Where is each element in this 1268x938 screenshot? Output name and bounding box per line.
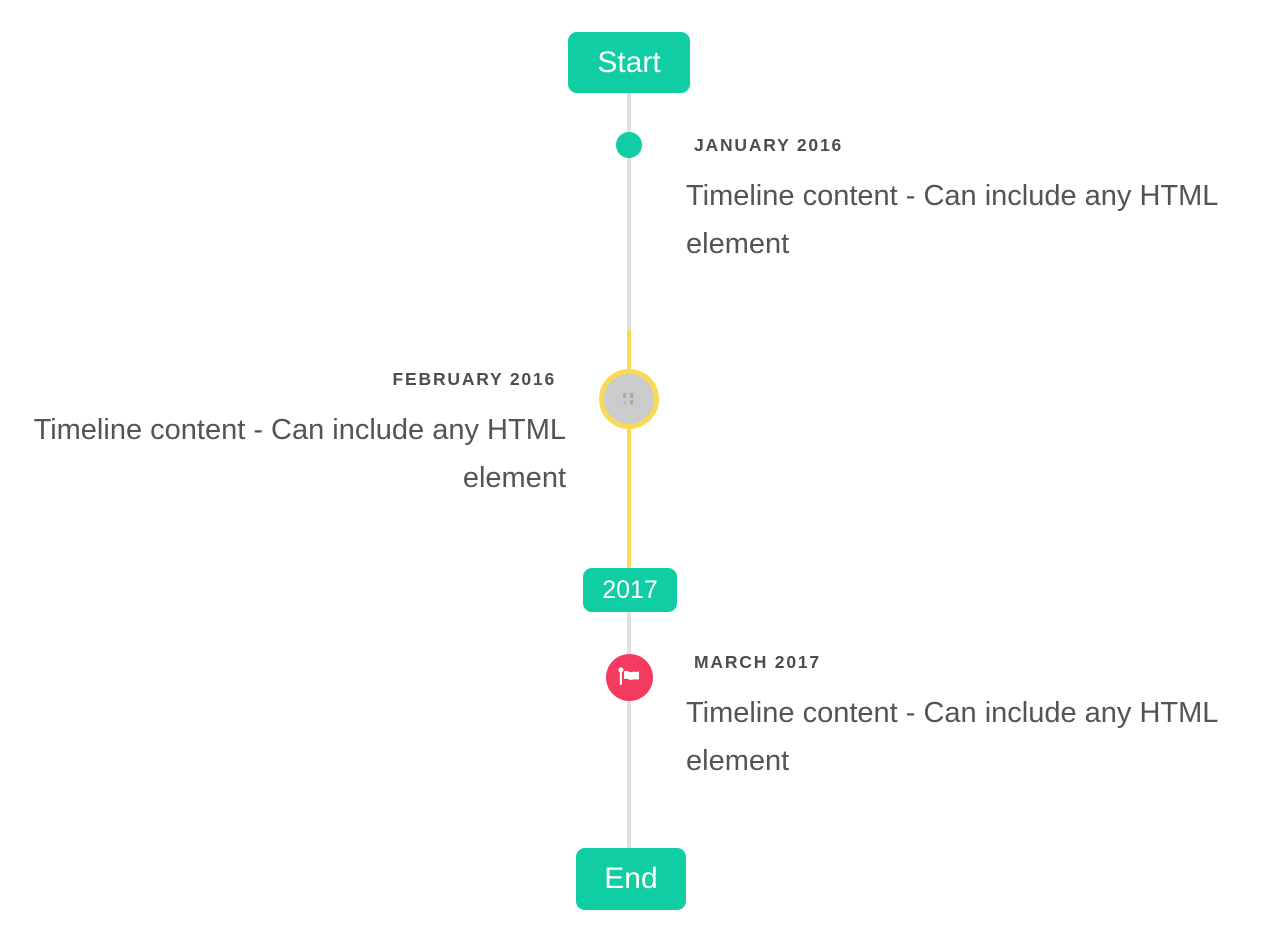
event-march: MARCH 2017 Timeline content - Can includ… [686,651,1231,785]
end-badge: End [576,848,686,910]
event-february: FEBRUARY 2016 Timeline content - Can inc… [26,368,566,502]
event-content: Timeline content - Can include any HTML … [686,180,1218,260]
event-january: JANUARY 2016 Timeline content - Can incl… [686,134,1231,268]
start-badge: Start [568,32,690,93]
event-date: FEBRUARY 2016 [392,369,556,389]
timeline-line-highlight [627,330,631,568]
image-placeholder-icon [623,393,634,405]
year-badge-2017: 2017 [583,568,677,612]
year-badge-label: 2017 [602,575,658,604]
event-date: JANUARY 2016 [694,135,844,155]
event-marker-march-flag [606,654,653,701]
flag-icon [618,667,640,685]
end-badge-label: End [604,862,658,895]
start-badge-label: Start [597,45,661,79]
event-content: Timeline content - Can include any HTML … [33,414,566,494]
event-date: MARCH 2017 [694,652,821,672]
event-marker-february-thumbnail [599,369,659,429]
event-content: Timeline content - Can include any HTML … [686,697,1218,777]
event-marker-january-dot [616,132,642,158]
